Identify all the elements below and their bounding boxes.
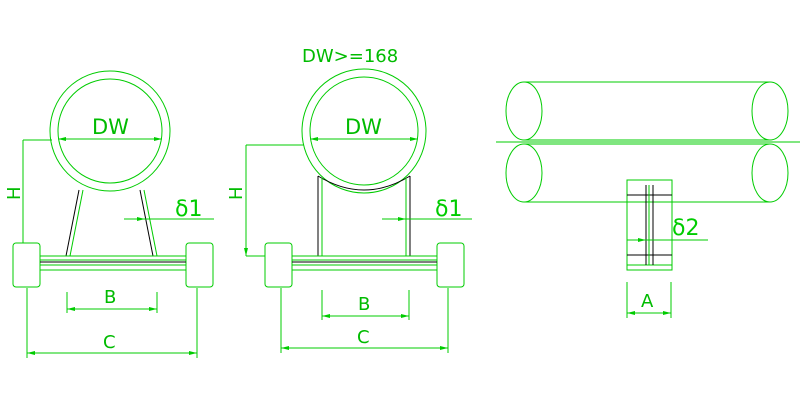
left-base xyxy=(12,242,214,288)
left-legs xyxy=(65,189,158,257)
a-dimension: A xyxy=(626,282,672,318)
support-plate xyxy=(626,179,673,271)
delta2-leader: δ2 xyxy=(627,216,708,242)
left-pipe-inner xyxy=(57,78,163,184)
middle-delta1-label: δ1 xyxy=(435,197,462,222)
middle-dw-label: DW xyxy=(345,115,382,139)
left-delta1-leader: δ1 xyxy=(124,197,214,222)
middle-b-label: B xyxy=(358,294,370,315)
condition-label: DW>=168 xyxy=(302,46,398,67)
middle-h-label: H xyxy=(226,186,247,200)
left-delta1-label: δ1 xyxy=(175,197,202,222)
a-label: A xyxy=(641,291,654,312)
left-b-dimension: B xyxy=(66,287,158,313)
middle-view: DW>=168 DW xyxy=(226,46,472,353)
left-view: DW H δ1 xyxy=(4,70,214,358)
middle-c-label: C xyxy=(357,327,370,348)
left-dw-label: DW xyxy=(92,115,129,139)
left-pipe-outer xyxy=(49,70,171,192)
middle-pipe-outer xyxy=(301,68,427,194)
middle-pipe-inner xyxy=(309,76,419,186)
upper-pipe xyxy=(505,81,789,141)
delta2-label: δ2 xyxy=(672,216,699,241)
middle-h-dimension: H xyxy=(226,144,304,257)
middle-delta1-leader: δ1 xyxy=(382,197,472,222)
right-view: δ2 A xyxy=(496,81,800,318)
left-c-dimension: C xyxy=(26,288,198,358)
left-h-dimension: H xyxy=(4,139,52,243)
middle-base xyxy=(264,242,465,288)
left-h-label: H xyxy=(4,186,25,200)
middle-saddle xyxy=(317,175,411,256)
left-b-label: B xyxy=(104,287,116,308)
lower-pipe xyxy=(505,143,789,203)
middle-c-dimension: C xyxy=(280,288,449,353)
middle-b-dimension: B xyxy=(321,290,410,320)
left-c-label: C xyxy=(103,332,116,353)
